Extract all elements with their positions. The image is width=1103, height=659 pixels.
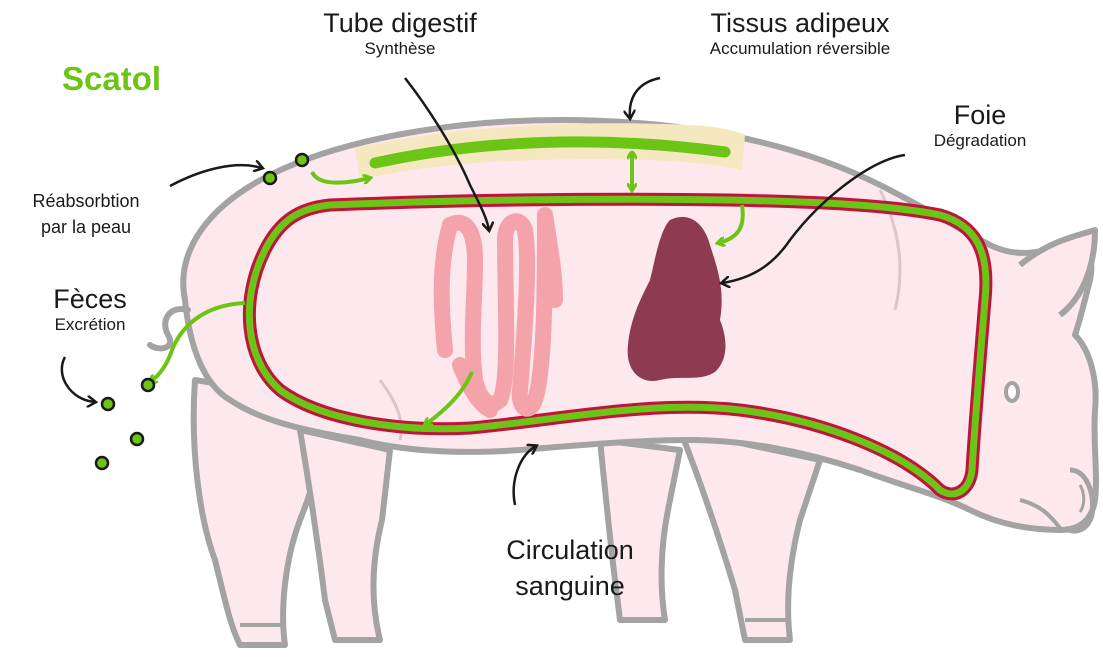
label-reabsorption-line2: par la peau — [0, 214, 172, 240]
label-tissus-role: Accumulation réversible — [650, 39, 950, 59]
label-foie-name: Foie — [890, 100, 1070, 131]
scatol-dot — [264, 172, 276, 184]
label-circulation-line2: sanguine — [440, 568, 700, 604]
pig-back-leg-rear — [300, 430, 390, 640]
label-foie-role: Dégradation — [890, 131, 1070, 151]
scatol-dot — [142, 379, 154, 391]
pointer-circulation — [514, 446, 536, 505]
label-feces-role: Excrétion — [20, 315, 160, 335]
scatol-dot — [96, 457, 108, 469]
pointer-tissus — [630, 78, 660, 118]
label-feces: Fèces Excrétion — [20, 284, 160, 335]
pointer-feces — [62, 357, 95, 402]
label-tissus-adipeux: Tissus adipeux Accumulation réversible — [650, 8, 950, 59]
scatol-dot — [296, 154, 308, 166]
label-foie: Foie Dégradation — [890, 100, 1070, 151]
label-tissus-name: Tissus adipeux — [650, 8, 950, 39]
label-tube-name: Tube digestif — [275, 8, 525, 39]
pointer-reabsorption — [170, 165, 262, 186]
label-tube-role: Synthèse — [275, 39, 525, 59]
pig-eye — [1006, 383, 1018, 401]
label-reabsorption-line1: Réabsorbtion — [0, 188, 172, 214]
label-tube-digestif: Tube digestif Synthèse — [275, 8, 525, 59]
pig-front-leg — [680, 430, 820, 640]
scatol-dot — [102, 398, 114, 410]
label-feces-name: Fèces — [20, 284, 160, 315]
label-circulation: Circulation sanguine — [440, 532, 700, 604]
label-reabsorption: Réabsorbtion par la peau — [0, 188, 172, 240]
diagram-title: Scatol — [62, 60, 161, 98]
scatol-dot — [131, 433, 143, 445]
label-circulation-line1: Circulation — [440, 532, 700, 568]
